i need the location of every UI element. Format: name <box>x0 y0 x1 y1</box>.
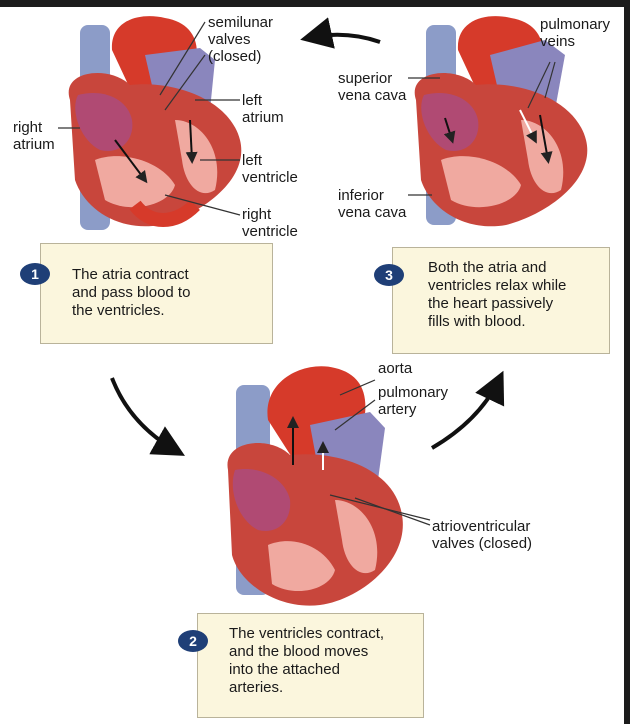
label-pulmonary-veins: pulmonary veins <box>540 16 610 50</box>
step-3-text: Both the atria and ventricles relax whil… <box>428 259 566 331</box>
label-semilunar-valves: semilunar valves (closed) <box>208 14 273 65</box>
heart-ventricular-systole <box>227 366 402 605</box>
label-inferior-vena-cava: inferior vena cava <box>338 187 406 221</box>
step-2-badge: 2 <box>178 630 208 652</box>
label-atrioventricular-valves: atrioventricular valves (closed) <box>432 518 532 552</box>
cycle-arrow-3-to-1 <box>308 35 380 42</box>
label-right-atrium: right atrium <box>13 119 55 153</box>
label-pulmonary-artery: pulmonary artery <box>378 384 448 418</box>
step-3-badge: 3 <box>374 264 404 286</box>
label-superior-vena-cava: superior vena cava <box>338 70 406 104</box>
step-1-text: The atria contract and pass blood to the… <box>72 266 190 320</box>
label-left-atrium: left atrium <box>242 92 284 126</box>
step-1-badge: 1 <box>20 263 50 285</box>
label-left-ventricle: left ventricle <box>242 152 298 186</box>
cycle-arrow-1-to-2 <box>112 378 178 452</box>
label-right-ventricle: right ventricle <box>242 206 298 240</box>
step-2-text: The ventricles contract, and the blood m… <box>229 625 384 697</box>
label-aorta: aorta <box>378 360 412 377</box>
